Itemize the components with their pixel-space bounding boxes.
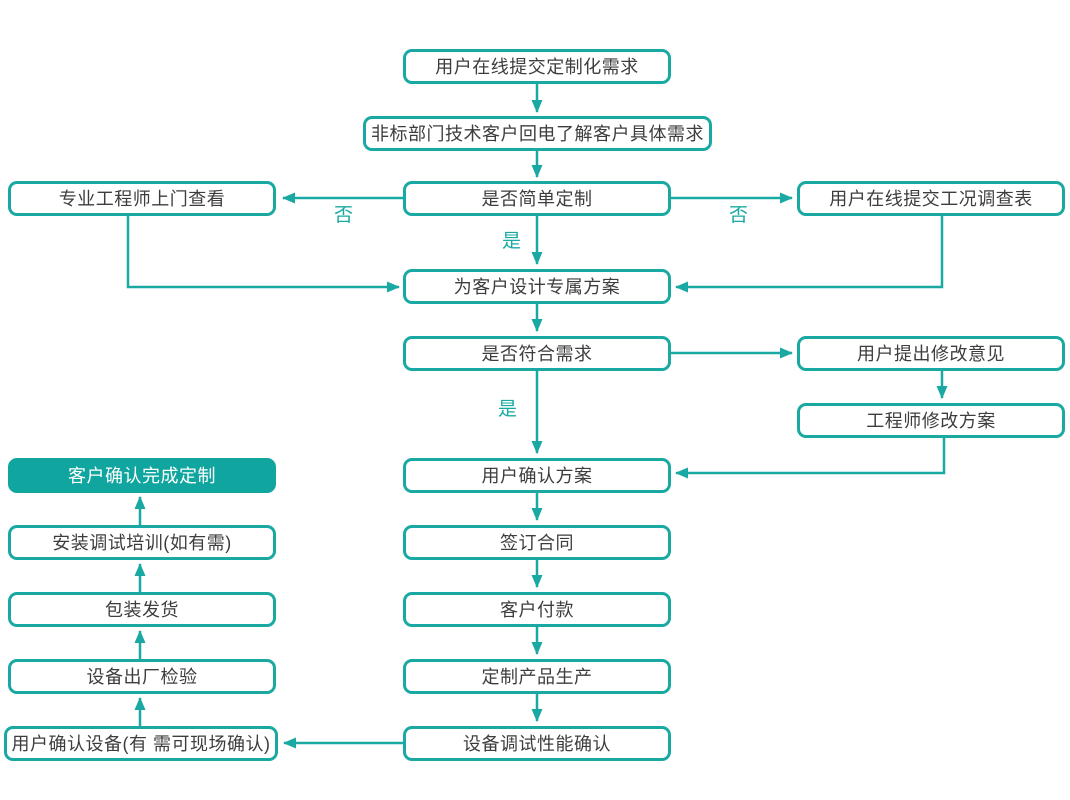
edge-label-yes-meets: 是: [498, 399, 518, 420]
edge-label-yes-simple: 是: [502, 231, 522, 252]
edge-label-no-right: 否: [729, 205, 749, 226]
node-decision-meets-needs: 是否符合需求: [403, 336, 671, 371]
node-install-debug-training: 安装调试培训(如有需): [8, 525, 276, 560]
node-customer-payment: 客户付款: [403, 592, 671, 627]
node-design-exclusive-plan: 为客户设计专属方案: [403, 269, 671, 304]
node-user-feedback: 用户提出修改意见: [797, 336, 1065, 371]
node-user-confirm-equipment: 用户确认设备(有 需可现场确认): [4, 726, 278, 761]
node-equipment-debug-confirm: 设备调试性能确认: [403, 726, 671, 761]
node-engineer-revise-plan: 工程师修改方案: [797, 403, 1065, 438]
node-factory-inspection: 设备出厂检验: [8, 659, 276, 694]
node-sign-contract: 签订合同: [403, 525, 671, 560]
node-packaging-shipping: 包装发货: [8, 592, 276, 627]
node-decision-simple-custom: 是否简单定制: [403, 181, 671, 216]
edge-label-no-left: 否: [334, 205, 354, 226]
node-user-confirm-plan: 用户确认方案: [403, 458, 671, 493]
node-custom-production: 定制产品生产: [403, 659, 671, 694]
node-customer-confirm-complete: 客户确认完成定制: [8, 458, 276, 493]
node-engineer-site-visit: 专业工程师上门查看: [8, 181, 276, 216]
node-callback-understand-needs: 非标部门技术客户回电了解客户具体需求: [363, 116, 712, 151]
node-online-submit-request: 用户在线提交定制化需求: [403, 49, 671, 84]
node-submit-condition-survey: 用户在线提交工况调查表: [797, 181, 1065, 216]
